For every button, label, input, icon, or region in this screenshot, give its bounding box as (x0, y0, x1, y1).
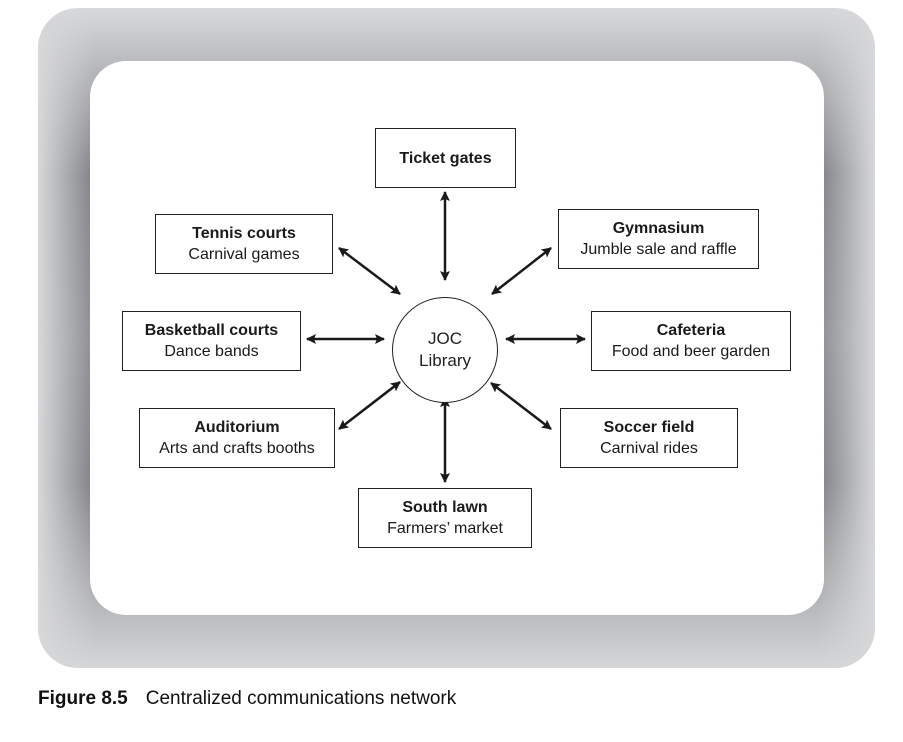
node-auditorium: Auditorium Arts and crafts booths (139, 408, 335, 468)
node-gymnasium: Gymnasium Jumble sale and raffle (558, 209, 759, 269)
node-subtitle: Farmers’ market (387, 520, 503, 537)
arrow-gymnasium (491, 247, 552, 295)
figure-caption: Figure 8.5 Centralized communications net… (38, 688, 456, 710)
node-title: Basketball courts (144, 322, 279, 339)
arrow-auditorium (338, 381, 401, 430)
node-soccer-field: Soccer field Carnival rides (560, 408, 738, 468)
hub-label-line2: Library (419, 351, 471, 370)
node-subtitle: Arts and crafts booths (159, 440, 315, 457)
node-title: Auditorium (194, 419, 280, 436)
node-subtitle: Dance bands (164, 343, 259, 360)
node-subtitle: Jumble sale and raffle (580, 241, 737, 258)
node-ticket-gates: Ticket gates (375, 128, 516, 188)
node-title: South lawn (402, 499, 488, 516)
node-title: Soccer field (603, 419, 695, 436)
node-subtitle: Carnival games (188, 246, 300, 263)
node-subtitle: Carnival rides (600, 440, 698, 457)
figure-caption-text: Centralized communications network (145, 688, 457, 709)
node-title: Gymnasium (612, 220, 705, 237)
node-title: Tennis courts (192, 225, 296, 242)
figure-number: Figure 8.5 (38, 688, 128, 709)
node-cafeteria: Cafeteria Food and beer garden (591, 311, 791, 371)
hub-label-line1: JOC (428, 329, 462, 348)
node-subtitle: Food and beer garden (611, 343, 771, 360)
node-basketball-courts: Basketball courts Dance bands (122, 311, 301, 371)
node-tennis-courts: Tennis courts Carnival games (155, 214, 333, 274)
node-south-lawn: South lawn Farmers’ market (358, 488, 532, 548)
node-title: Ticket gates (399, 149, 492, 167)
arrow-tennis-courts (338, 247, 401, 295)
arrow-soccer-field (490, 382, 552, 430)
hub-node-joc-library: JOC Library (392, 297, 498, 403)
node-title: Cafeteria (656, 322, 726, 339)
